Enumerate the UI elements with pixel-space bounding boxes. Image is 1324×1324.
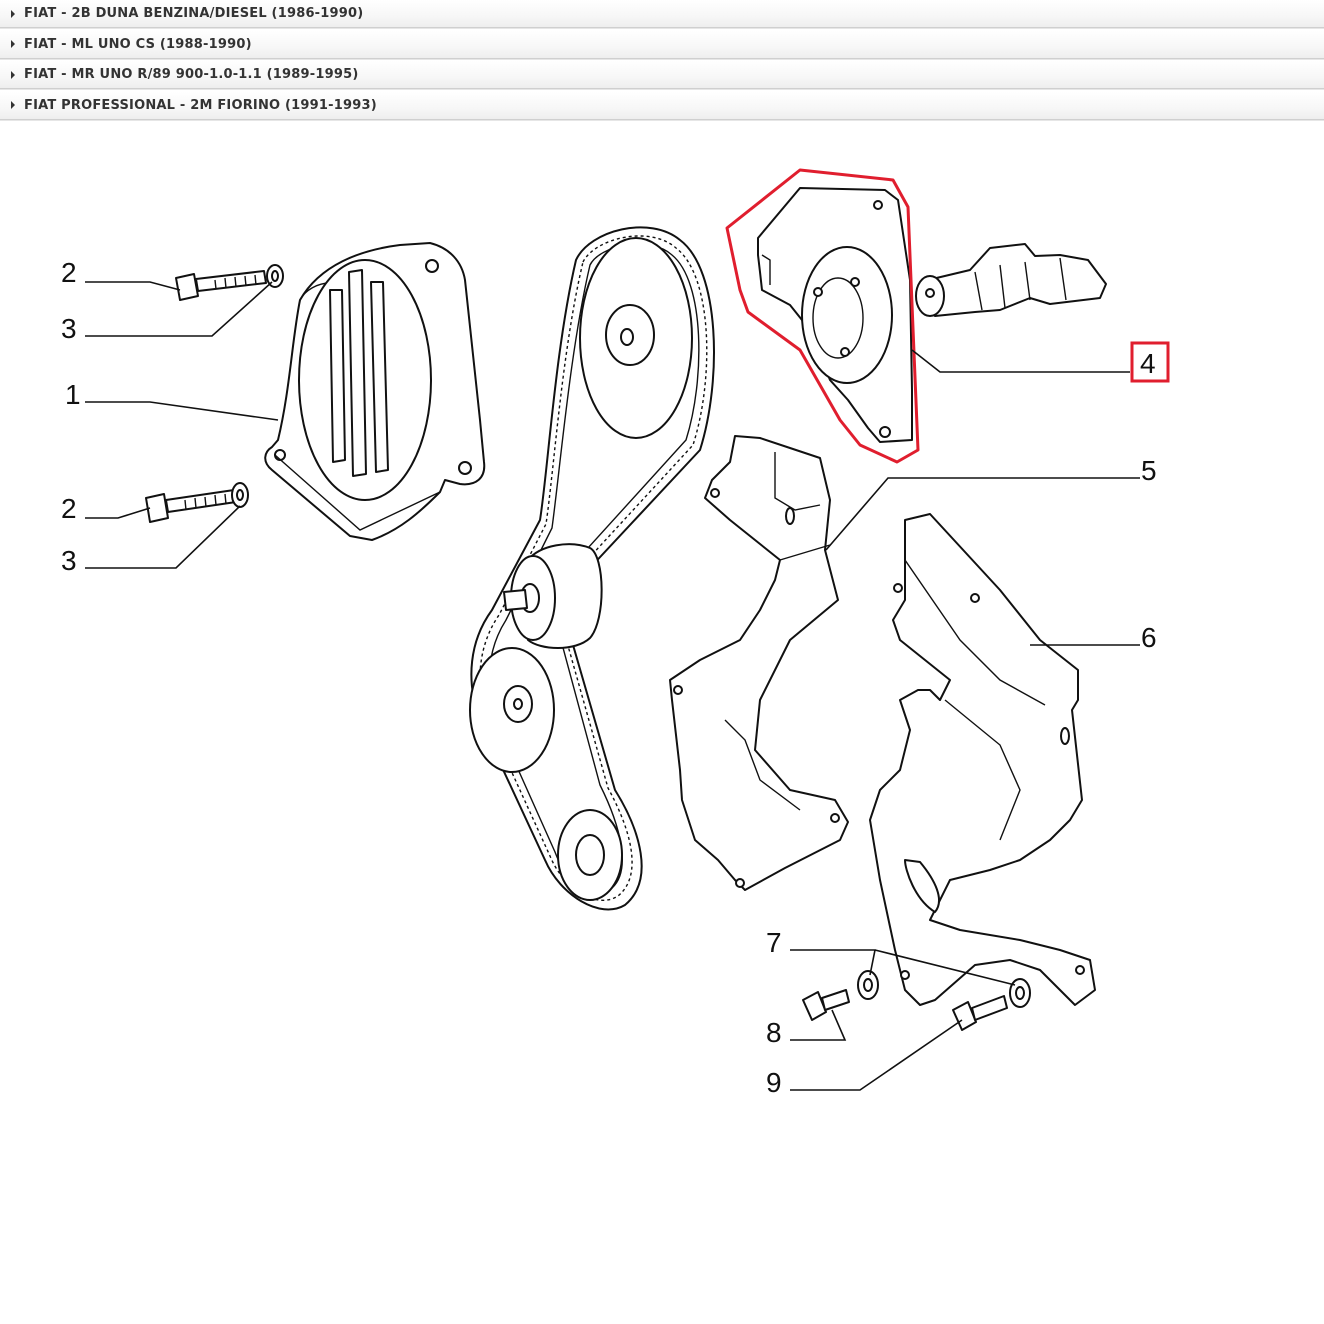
washer-lower-middle[interactable] [857, 970, 879, 1000]
crankshaft-pulley[interactable] [557, 809, 623, 901]
part-1-timing-cover[interactable] [264, 242, 486, 541]
caret-right-icon [11, 9, 15, 18]
callout-2-lower[interactable]: 2 [61, 493, 77, 524]
washer-upper-left[interactable] [266, 264, 284, 288]
callout-4-highlight-box [1130, 341, 1170, 383]
washer-lower-right[interactable] [1009, 978, 1031, 1008]
callout-1[interactable]: 1 [65, 379, 81, 410]
accordion-item-duna[interactable]: FIAT - 2B DUNA BENZINA/DIESEL (1986-1990… [0, 0, 1324, 28]
accordion-item-uno-r89[interactable]: FIAT - MR UNO R/89 900-1.0-1.1 (1989-199… [0, 61, 1324, 90]
callout-6[interactable]: 6 [1141, 622, 1157, 653]
accordion-item-label: FIAT PROFESSIONAL - 2M FIORINO (1991-199… [24, 97, 377, 113]
part-6-outer-cover[interactable] [869, 513, 1096, 1006]
camshaft-pulley[interactable] [579, 237, 693, 439]
bolt-lower-right[interactable] [952, 995, 1008, 1031]
callout-7[interactable]: 7 [766, 927, 782, 958]
accordion-item-label: FIAT - ML UNO CS (1988-1990) [24, 36, 252, 52]
callout-8[interactable]: 8 [766, 1017, 782, 1048]
bolt-lower-left[interactable] [145, 489, 237, 523]
part-5-inner-cover[interactable] [669, 435, 849, 891]
accordion-item-fiorino[interactable]: FIAT PROFESSIONAL - 2M FIORINO (1991-199… [0, 91, 1324, 120]
callout-4[interactable]: 4 [1140, 348, 1156, 379]
auxiliary-pulley[interactable] [469, 647, 555, 773]
tensioner-pulley[interactable] [503, 543, 603, 649]
leader-lines [85, 281, 1140, 1091]
bolt-upper-left[interactable] [175, 270, 267, 301]
caret-right-icon [11, 70, 15, 79]
accordion-item-label: FIAT - 2B DUNA BENZINA/DIESEL (1986-1990… [24, 6, 364, 21]
part-4-rear-cover-plate[interactable] [757, 187, 913, 443]
accordion-item-label: FIAT - MR UNO R/89 900-1.0-1.1 (1989-199… [24, 67, 359, 83]
vehicle-model-accordion: FIAT - 2B DUNA BENZINA/DIESEL (1986-1990… [0, 0, 1324, 122]
accordion-item-uno-cs[interactable]: FIAT - ML UNO CS (1988-1990) [0, 30, 1324, 59]
exploded-parts-diagram: 2 3 1 2 3 4 5 6 7 8 9 [61, 168, 1170, 1098]
washer-lower-left[interactable] [231, 482, 249, 508]
callout-9[interactable]: 9 [766, 1067, 782, 1098]
callout-2-upper[interactable]: 2 [61, 257, 77, 288]
part-4-highlight-outline [725, 168, 920, 464]
caret-right-icon [11, 40, 15, 49]
camshaft[interactable] [915, 243, 1107, 317]
callout-3-upper[interactable]: 3 [61, 313, 77, 344]
bolt-lower-middle[interactable] [802, 989, 850, 1021]
caret-right-icon [11, 101, 15, 110]
callout-3-lower[interactable]: 3 [61, 545, 77, 576]
callout-5[interactable]: 5 [1141, 455, 1157, 486]
